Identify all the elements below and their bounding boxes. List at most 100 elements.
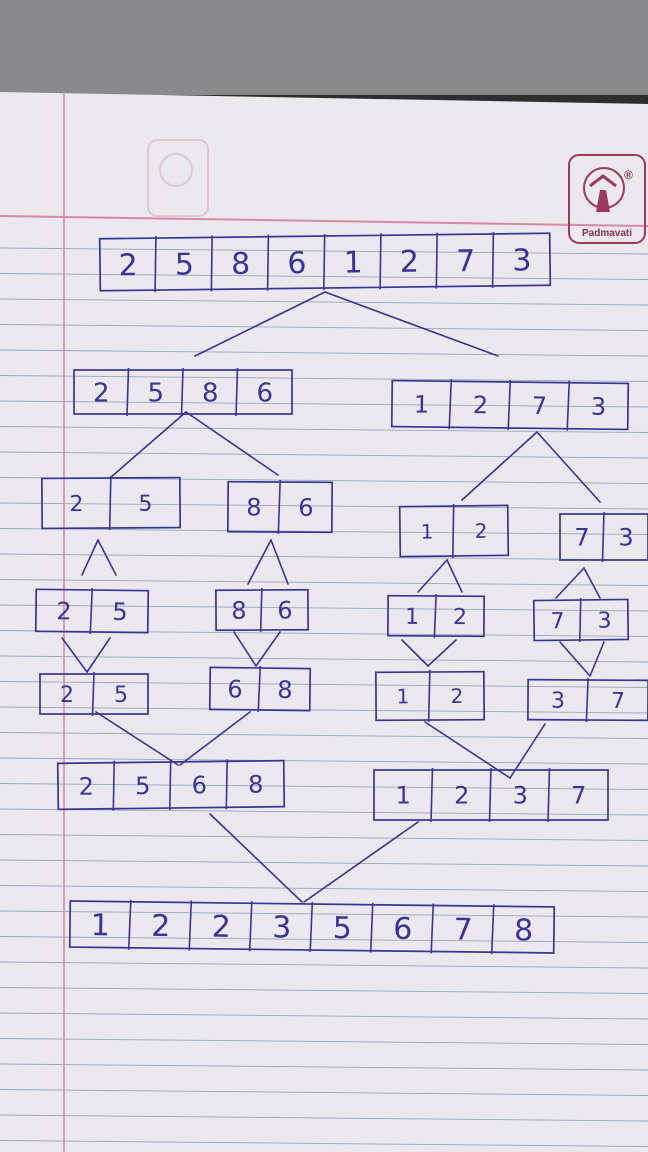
array-cell-value: 3: [618, 524, 633, 552]
array-cell-value: 2: [118, 248, 138, 283]
cell-divider: [433, 593, 437, 639]
array-cell-value: 3: [272, 910, 292, 945]
array-cell-value: 1: [420, 519, 433, 543]
ruled-line: [0, 987, 648, 994]
cell-divider: [369, 902, 374, 953]
cell-divider: [126, 367, 130, 417]
cell-divider: [435, 232, 438, 289]
cell-divider: [448, 379, 453, 430]
array-level1-left: 2 5 8 6: [73, 367, 293, 417]
ruled-line: [0, 400, 648, 408]
cell-divider: [127, 899, 132, 950]
array-cell-value: 8: [231, 597, 246, 625]
array-cell-value: 8: [246, 493, 261, 521]
cell-divider: [507, 379, 512, 431]
array-cell-value: 7: [532, 392, 548, 420]
ruled-line: [0, 808, 648, 816]
ruled-line: [0, 1063, 648, 1071]
array-cell-value: 5: [147, 378, 164, 408]
array-cell-value: 6: [287, 246, 307, 281]
array-cell-value: 2: [400, 245, 420, 280]
ruled-line: [0, 961, 648, 969]
ruled-line: [0, 349, 648, 357]
cell-divider: [566, 380, 571, 431]
array-cell-value: 6: [191, 771, 207, 799]
array-cell-value: 3: [551, 689, 565, 714]
ruled-line: [0, 834, 648, 841]
cell-divider: [154, 236, 157, 293]
array-cell-value: 5: [135, 772, 151, 800]
array-cell-value: 2: [453, 605, 467, 630]
array-cell-value: 2: [151, 909, 171, 944]
array-cell-value: 6: [227, 675, 243, 703]
array-cell-value: 6: [277, 596, 292, 624]
array-cell-value: 2: [454, 782, 469, 810]
brand-logo: ® Padmavati: [568, 154, 646, 244]
array-cell-value: 7: [574, 524, 589, 552]
array-cell-value: 1: [343, 245, 363, 280]
faint-watermark-logo: [147, 139, 209, 217]
array-level5-right: 1 2 3 7: [373, 767, 609, 823]
cell-divider: [547, 767, 551, 823]
array-cell-value: 5: [114, 683, 128, 708]
header-line: [0, 215, 648, 227]
array-cell-value: 3: [513, 782, 528, 810]
array-cell-value: 5: [112, 598, 128, 626]
array-cell-value: 2: [78, 773, 94, 801]
cell-divider: [379, 233, 382, 290]
array-cell-value: 8: [202, 378, 219, 408]
cell-divider: [169, 759, 172, 811]
ruled-line: [0, 859, 648, 867]
array-cell-value: 1: [396, 782, 411, 810]
ruled-line: [0, 910, 648, 918]
cell-divider: [188, 900, 193, 951]
cell-divider: [430, 903, 435, 954]
cell-divider: [491, 231, 495, 288]
ruled-line: [0, 1012, 648, 1020]
cell-divider: [323, 233, 326, 291]
array-cell-value: 2: [211, 910, 231, 945]
ruled-line: [0, 936, 648, 943]
array-cell-value: 8: [514, 913, 534, 948]
cell-divider: [309, 901, 314, 953]
cell-divider: [108, 475, 112, 531]
array-cell-value: 7: [456, 244, 476, 279]
array-cell-value: 5: [175, 247, 195, 282]
brand-name: Padmavati: [582, 228, 632, 239]
array-cell-value: 5: [332, 911, 352, 946]
cell-divider: [266, 234, 270, 291]
array-cell-value: 7: [571, 782, 586, 810]
cell-divider: [210, 235, 213, 292]
array-cell-value: 6: [256, 378, 273, 408]
array-cell-value: 8: [248, 771, 264, 799]
cell-divider: [91, 671, 95, 717]
ruled-line: [0, 579, 648, 586]
ruled-line: [0, 655, 648, 663]
ruled-line: [0, 298, 648, 306]
array-cell-value: 2: [56, 597, 72, 625]
array-cell-value: 3: [591, 393, 607, 421]
array-cell-value: 2: [69, 492, 83, 517]
ruled-line: [0, 706, 648, 714]
cell-divider: [490, 904, 495, 955]
array-cell-value: 2: [93, 378, 110, 408]
cell-divider: [277, 479, 281, 535]
desk-surface: [0, 0, 648, 95]
array-cell-value: 6: [393, 912, 413, 947]
array-cell-value: 3: [512, 243, 532, 278]
array-cell-value: 3: [597, 609, 611, 634]
cell-divider: [601, 511, 605, 563]
array-cell-value: 1: [397, 684, 410, 708]
